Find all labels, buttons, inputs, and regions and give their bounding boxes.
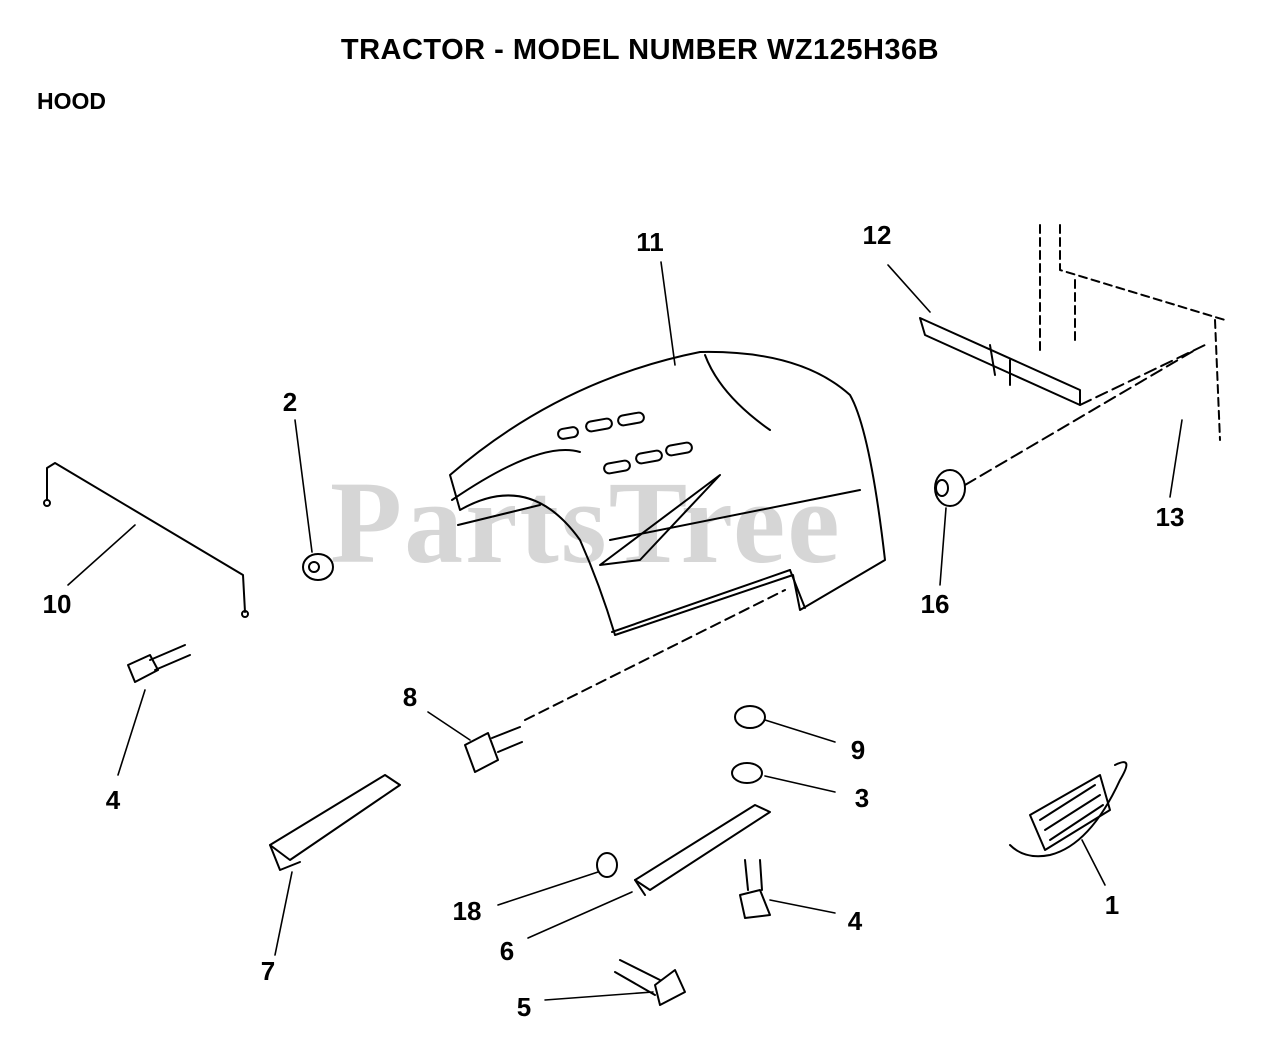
strap-part-6: [634, 804, 771, 896]
callout-10: 10: [42, 589, 72, 619]
grommet-part-16: [934, 469, 966, 507]
bolt-part-4a: [127, 644, 191, 683]
callout-12: 12: [862, 220, 892, 250]
callout-4-lower: 4: [847, 906, 863, 936]
callout-16: 16: [920, 589, 950, 619]
leader-lines: [67, 261, 1183, 1001]
leader-dashed: [524, 589, 786, 721]
callout-2: 2: [282, 387, 298, 417]
callout-7: 7: [260, 956, 276, 986]
bolt-part-5: [614, 959, 686, 1006]
nut-part-2: [302, 553, 334, 581]
diagram-title: TRACTOR - MODEL NUMBER WZ125H36B: [340, 34, 940, 66]
washer-part-18: [596, 852, 618, 878]
section-label: HOOD: [37, 88, 106, 114]
callout-1: 1: [1104, 890, 1120, 920]
callout-11: 11: [636, 227, 664, 257]
leader-dashed: [964, 349, 1196, 486]
callout-13: 13: [1155, 502, 1185, 532]
rod-part-10: [43, 462, 249, 618]
callout-6: 6: [499, 936, 515, 966]
nut-part-9: [734, 705, 766, 729]
bolt-part-4b: [739, 859, 771, 919]
leader-dashed: [1079, 344, 1206, 406]
hood-part: [449, 350, 886, 636]
spring-part-1: [1009, 761, 1128, 858]
strap-part-7: [269, 774, 401, 871]
callout-4-upper: 4: [105, 785, 121, 815]
callout-18: 18: [452, 896, 482, 926]
callout-9: 9: [850, 735, 866, 765]
bolt-part-8: [464, 726, 523, 773]
callout-8: 8: [402, 682, 418, 712]
washer-part-3: [731, 762, 763, 784]
callout-5: 5: [516, 992, 532, 1022]
frame-and-bracket: [1039, 224, 1226, 441]
bracket-part-12: [919, 317, 1081, 406]
watermark: PartsTree: [330, 457, 842, 588]
callout-3: 3: [854, 783, 870, 813]
